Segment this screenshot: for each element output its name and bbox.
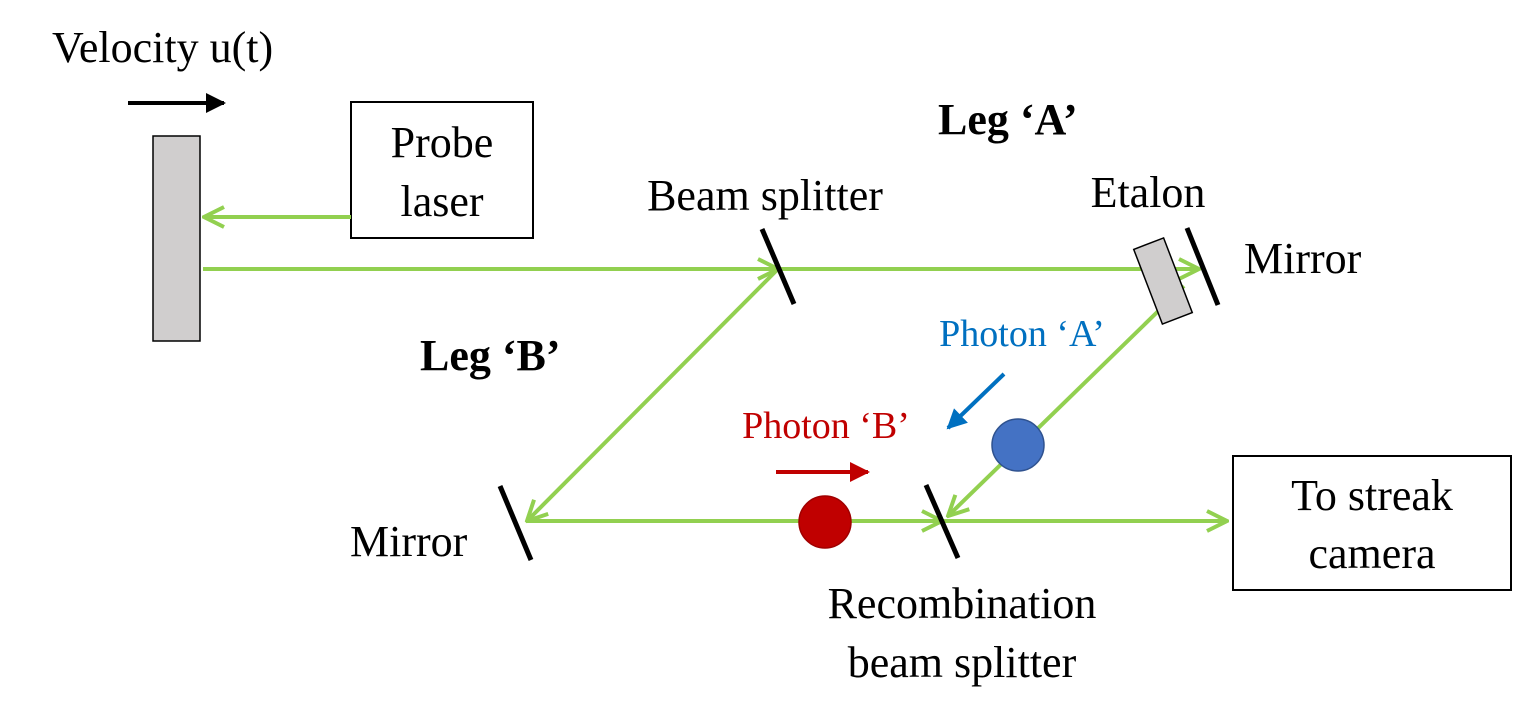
velocity-label: Velocity u(t) bbox=[52, 23, 273, 72]
photon-a-label: Photon ‘A’ bbox=[939, 313, 1105, 355]
mirror-a-label: Mirror bbox=[1244, 234, 1362, 283]
mirror-b bbox=[497, 485, 534, 561]
streak-camera-label-line2: camera bbox=[1309, 529, 1436, 578]
streak-camera-box bbox=[1232, 455, 1512, 591]
beam-splitter bbox=[759, 228, 797, 305]
leg-a-beam-return bbox=[948, 284, 1186, 516]
recombination-beam-splitter bbox=[923, 483, 961, 560]
leg-a-label: Leg ‘A’ bbox=[938, 95, 1078, 144]
target-surface bbox=[152, 135, 201, 342]
recombination-label-line1: Recombination bbox=[828, 579, 1097, 628]
photon-b-label: Photon ‘B’ bbox=[742, 405, 910, 447]
recombination-label-line2: beam splitter bbox=[848, 638, 1077, 687]
etalon bbox=[1132, 236, 1194, 326]
beam-splitter-label: Beam splitter bbox=[647, 171, 883, 220]
photon-b bbox=[798, 495, 852, 549]
photon-a-arrow bbox=[946, 372, 1006, 430]
mirror-b-label: Mirror bbox=[350, 517, 468, 566]
leg-b-beam-out bbox=[527, 267, 780, 521]
leg-b-label: Leg ‘B’ bbox=[420, 331, 561, 380]
probe-laser-label-line1: Probe bbox=[391, 118, 494, 167]
streak-camera-label-line1: To streak bbox=[1291, 471, 1453, 520]
etalon-label: Etalon bbox=[1091, 168, 1206, 217]
photon-a bbox=[991, 418, 1045, 472]
probe-laser-label-line2: laser bbox=[400, 177, 483, 226]
probe-laser-box bbox=[350, 101, 534, 239]
mirror-a bbox=[1184, 227, 1221, 306]
